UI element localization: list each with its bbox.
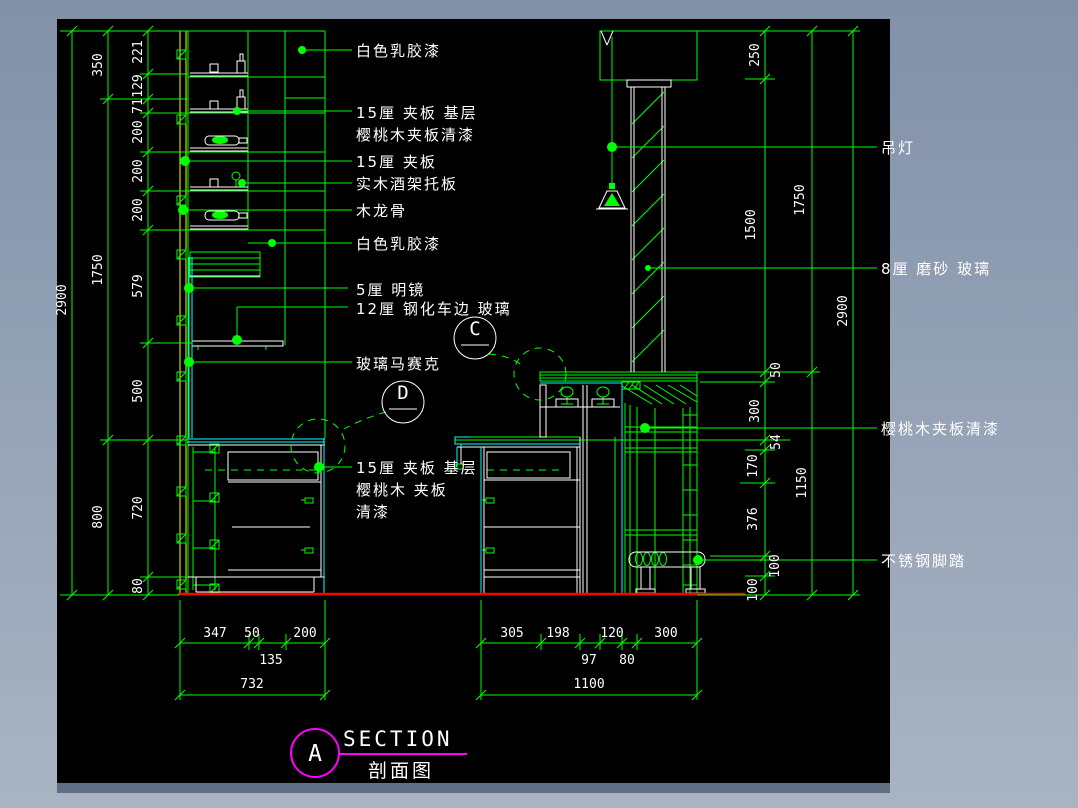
- detail-callout-c: C: [469, 318, 480, 340]
- label-solid-wood-wine-rack: 实木酒架托板: [356, 175, 458, 193]
- label-15mm-plywood-base-2: 15厘 夹板 基层: [356, 459, 478, 477]
- leader-lines: [178, 46, 877, 565]
- dim-bottom-right-total: 1100: [573, 677, 604, 692]
- dim-text-left: 2900 350 1750 800 221 129 71 200 200 200…: [55, 40, 146, 594]
- dim-text-right: 250 1500 50 300 54 170 376 100 100 1750 …: [744, 43, 851, 601]
- material-labels-left: 白色乳胶漆 15厘 夹板 基层 樱桃木夹板清漆 15厘 夹板 实木酒架托板 木龙…: [356, 42, 512, 521]
- dim-left-mid-0: 350: [91, 53, 106, 76]
- dim-right-mid-0: 1750: [793, 184, 808, 215]
- label-pendant-lamp: 吊灯: [881, 139, 915, 157]
- dim-left-inner-1: 129: [131, 74, 146, 97]
- label-stainless-steel-footrest: 不锈钢脚踏: [881, 552, 966, 570]
- dim-left-inner-4: 200: [131, 159, 146, 182]
- dim-lines-bottom: [174, 600, 703, 701]
- dim-right-inner-5: 170: [746, 454, 761, 477]
- left-cabinet-green-linework: [187, 30, 326, 594]
- dim-left-mid-1: 1750: [91, 254, 106, 285]
- detail-callout-marks: [290, 347, 567, 474]
- bar-cyan-linework: [454, 382, 623, 594]
- dim-bottom-right-1: 198: [546, 626, 569, 641]
- dim-bottom-right-80: 80: [619, 653, 635, 668]
- dim-right-inner-3: 300: [748, 399, 763, 422]
- dim-right-outer: 2900: [836, 295, 851, 326]
- section-letter: A: [308, 741, 322, 767]
- dim-right-mid-1: 1150: [795, 467, 810, 498]
- dim-left-inner-6: 579: [131, 274, 146, 297]
- left-cabinet-cyan-linework: [187, 257, 325, 594]
- section-title-en: SECTION: [343, 727, 453, 751]
- dim-bottom-left-total: 732: [240, 677, 263, 692]
- label-glass-mosaic: 玻璃马赛克: [356, 355, 441, 373]
- dim-bottom-left-0: 347: [203, 626, 226, 641]
- dim-left-inner-8: 720: [131, 496, 146, 519]
- dim-right-inner-1: 1500: [744, 209, 759, 240]
- dim-left-inner-0: 221: [131, 40, 146, 63]
- dim-bottom-right-97: 97: [581, 653, 597, 668]
- section-title-zh: 剖面图: [368, 760, 434, 782]
- dim-bottom-left-135: 135: [259, 653, 282, 668]
- label-white-latex-paint-2: 白色乳胶漆: [356, 235, 441, 253]
- dim-right-inner-4: 54: [769, 434, 784, 450]
- label-15mm-plywood: 15厘 夹板: [356, 153, 437, 171]
- material-labels-right: 吊灯 8厘 磨砂 玻璃 樱桃木夹板清漆 不锈钢脚踏: [881, 139, 1000, 570]
- dim-right-inner-6: 376: [746, 507, 761, 530]
- dim-left-inner-9: 80: [131, 578, 146, 594]
- dim-bottom-left-1: 50: [244, 626, 260, 641]
- dim-right-inner-8: 100: [746, 578, 761, 601]
- label-15mm-plywood-base: 15厘 夹板 基层: [356, 104, 478, 122]
- drawing-canvas-background: [57, 19, 890, 783]
- label-white-latex-paint-1: 白色乳胶漆: [356, 42, 441, 60]
- wall-section-line: [176, 31, 187, 594]
- label-8mm-frosted-glass: 8厘 磨砂 玻璃: [881, 260, 991, 278]
- dim-bottom-right-0: 305: [500, 626, 523, 641]
- left-cabinet-white-linework: [188, 53, 325, 593]
- bar-green-linework: [455, 30, 698, 594]
- dim-left-inner-5: 200: [131, 198, 146, 221]
- section-title-block: A SECTION 剖面图: [290, 727, 467, 782]
- label-cherry-plywood-2: 樱桃木 夹板: [356, 481, 448, 499]
- dim-right-inner-2: 50: [769, 362, 784, 378]
- callout-circles: C D: [381, 316, 497, 424]
- dim-bottom-right-3: 300: [654, 626, 677, 641]
- label-cherry-plywood-varnish-2: 樱桃木夹板清漆: [881, 420, 1000, 438]
- detail-callout-d: D: [397, 382, 408, 404]
- label-cherry-plywood-varnish-1: 樱桃木夹板清漆: [356, 126, 475, 144]
- dim-bottom-left-2: 200: [293, 626, 316, 641]
- label-varnish: 清漆: [356, 503, 390, 521]
- dim-lines-right: [580, 25, 860, 601]
- canvas-bottom-shadow: [57, 783, 890, 793]
- dim-right-inner-7: 100: [768, 554, 783, 577]
- dim-left-mid-2: 800: [91, 505, 106, 528]
- label-12mm-tempered-glass: 12厘 钢化车边 玻璃: [356, 300, 512, 318]
- dim-left-inner-7: 500: [131, 379, 146, 402]
- label-wood-keel: 木龙骨: [356, 202, 407, 220]
- dim-left-outer: 2900: [55, 284, 70, 315]
- dim-lines-left: [60, 25, 192, 601]
- dim-left-inner-3: 200: [131, 120, 146, 143]
- dim-bottom-right-2: 120: [600, 626, 623, 641]
- dim-left-inner-2: 71: [131, 98, 146, 114]
- dim-text-bottom: 347 50 200 135 732 305 198 120 300 97 80…: [203, 626, 677, 692]
- dim-right-inner-0: 250: [748, 43, 763, 66]
- label-5mm-mirror: 5厘 明镜: [356, 281, 425, 299]
